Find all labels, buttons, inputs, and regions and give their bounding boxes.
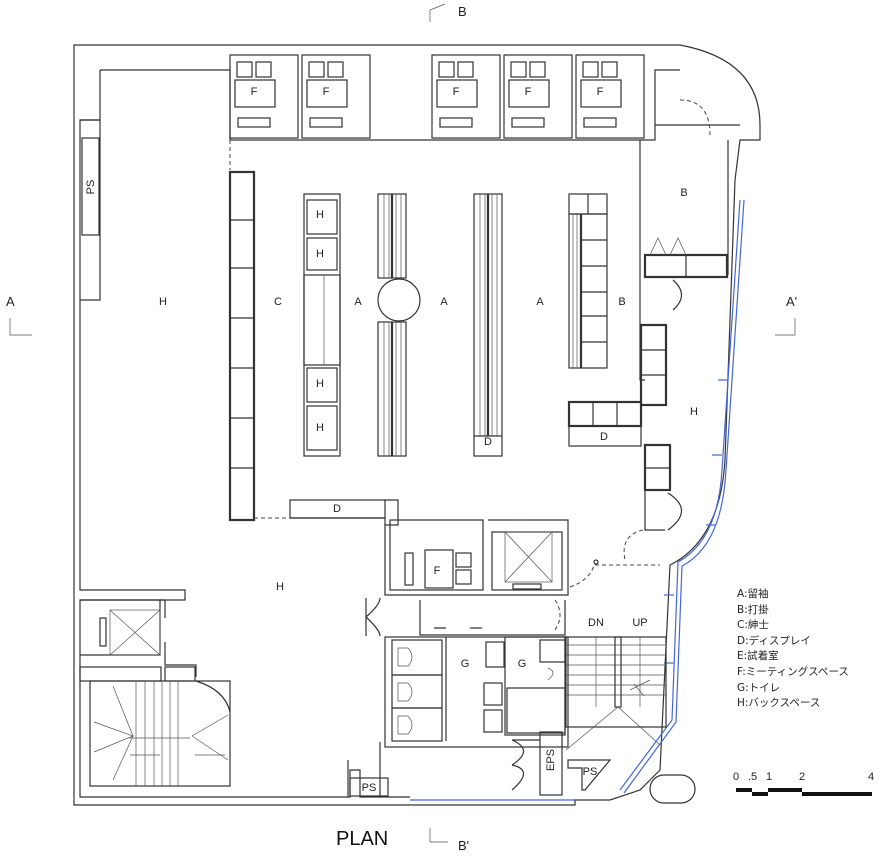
- scale-bar: [736, 788, 872, 796]
- room-label-ps-top: PS: [85, 180, 97, 195]
- room-label-h: H: [316, 248, 324, 260]
- room-label-f: F: [434, 565, 441, 577]
- legend-item: A:留袖: [737, 588, 769, 600]
- room-label-ps: PS: [362, 782, 377, 794]
- room-labels: F F F F F B B H H H H H H H C A A A D D …: [159, 86, 698, 794]
- left-core: [79, 599, 231, 787]
- legend-item: B:打掛: [737, 603, 769, 616]
- room-label-f: F: [453, 86, 460, 98]
- section-marks: [9, 3, 796, 843]
- display-d-bottom: [254, 499, 399, 526]
- legend-item: D:ディスプレイ: [737, 634, 811, 647]
- stair-label-dn: DN: [588, 617, 604, 629]
- shelving-c: [228, 170, 256, 522]
- stair-label-up: UP: [632, 617, 647, 629]
- top-rooms: [229, 54, 711, 170]
- section-label-a: A: [6, 294, 15, 309]
- scale-tick: 2: [799, 771, 806, 783]
- room-label-g: G: [461, 658, 470, 670]
- room-label-c: C: [274, 296, 282, 308]
- room-label-eps: EPS: [545, 749, 557, 771]
- toilets: [365, 597, 569, 748]
- section-label-a-prime: A': [786, 294, 798, 309]
- service-shafts: [349, 731, 696, 804]
- room-label-h: H: [316, 422, 324, 434]
- room-label-h: H: [276, 581, 284, 593]
- room-label-a: A: [536, 296, 544, 308]
- legend-item: F:ミーティングスペース: [737, 665, 849, 678]
- room-label-f: F: [251, 86, 258, 98]
- scale-tick: 4: [868, 771, 875, 783]
- scale-tick: 0: [733, 771, 740, 783]
- room-label-h: H: [316, 209, 324, 221]
- legend: A:留袖 B:打掛 C:紳士 D:ディスプレイ E:試着室 F:ミーティングスペ…: [737, 587, 849, 712]
- legend-item: C:紳士: [737, 619, 769, 632]
- scale-tick: .5: [748, 771, 758, 783]
- room-label-g: G: [518, 658, 527, 670]
- room-label-b: B: [680, 187, 687, 199]
- scale-tick: 1: [766, 771, 773, 783]
- section-mark-b-prime-icon: [429, 828, 448, 843]
- room-label-f: F: [525, 86, 532, 98]
- room-label-d: D: [484, 436, 492, 448]
- section-label-b: B: [458, 4, 467, 19]
- drawing-title: PLAN: [336, 828, 389, 850]
- room-label-d: D: [333, 503, 341, 515]
- rack-a1: [377, 193, 421, 457]
- section-mark-a-icon: [9, 318, 32, 336]
- room-label-h: H: [316, 378, 324, 390]
- core-block: [384, 519, 660, 596]
- legend-item: G:トイレ: [737, 681, 781, 694]
- room-label-a: A: [354, 296, 362, 308]
- ps-shaft-left: [81, 137, 100, 236]
- room-label-h: H: [159, 296, 167, 308]
- room-label-a: A: [440, 296, 448, 308]
- section-label-b-prime: B': [458, 838, 470, 853]
- room-label-h: H: [690, 406, 698, 418]
- hanger-unit: [303, 193, 341, 457]
- section-mark-b-icon: [429, 3, 446, 22]
- outer-walls: [73, 44, 761, 806]
- room-label-ps: PS: [583, 766, 598, 778]
- inner-walls: [347, 742, 381, 797]
- section-mark-a-prime-icon: [775, 318, 796, 336]
- rack-a2: [473, 193, 503, 457]
- room-label-b: B: [618, 296, 625, 308]
- room-label-d: D: [600, 431, 608, 443]
- legend-item: E:試着室: [737, 650, 779, 663]
- stair-right: [565, 636, 667, 751]
- rack-b: [568, 193, 608, 369]
- room-label-f: F: [323, 86, 330, 98]
- room-label-f: F: [597, 86, 604, 98]
- room-b-right: [567, 140, 729, 561]
- legend-item: H:バックスペース: [737, 697, 821, 710]
- glazing: [410, 199, 745, 801]
